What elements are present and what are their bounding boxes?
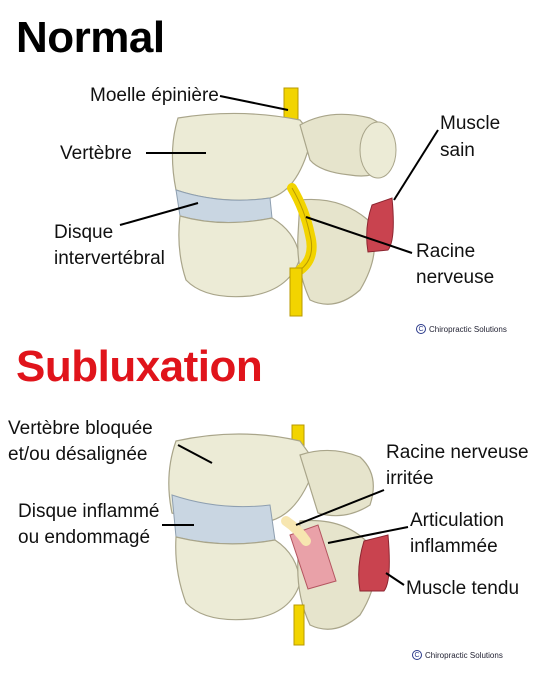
normal-title: Normal <box>16 13 165 62</box>
normal-credit: C Chiropractic Solutions <box>416 324 507 334</box>
normal-muscle <box>366 197 394 253</box>
subluxation-spine-illustration <box>162 424 409 646</box>
subluxation-label-joint-line2: inflammée <box>410 536 498 557</box>
subluxation-label-nerve-root-line2: irritée <box>386 468 434 489</box>
subluxation-panel: Subluxation Vertèbre bloquée et/ou désal… <box>0 345 550 694</box>
subluxation-upper-facet <box>299 449 374 517</box>
subluxation-label-muscle: Muscle tendu <box>406 578 520 599</box>
subluxation-label-nerve-root-line1: Racine nerveuse <box>386 442 529 463</box>
subluxation-credit-text: Chiropractic Solutions <box>425 650 503 660</box>
subluxation-muscle <box>358 534 390 592</box>
subluxation-title: Subluxation <box>16 342 263 391</box>
normal-label-disc-line2: intervertébral <box>54 248 165 269</box>
normal-panel: Normal Moelle épinière Vertèbre Disque i… <box>0 0 550 345</box>
normal-spine-illustration <box>119 87 439 317</box>
normal-upper-vertebra <box>171 112 313 201</box>
subluxation-label-disc-line1: Disque inflammé <box>18 501 160 522</box>
normal-label-muscle-line1: Muscle <box>440 113 501 134</box>
normal-lower-vertebra <box>178 215 301 298</box>
subluxation-nerve-root <box>281 516 311 546</box>
subluxation-label-disc-line2: ou endommagé <box>18 527 151 548</box>
subluxation-label-vertebra-line1: Vertèbre bloquée <box>8 418 153 439</box>
normal-credit-text: Chiropractic Solutions <box>429 324 507 334</box>
normal-label-nerve-root-line2: nerveuse <box>416 267 495 288</box>
normal-label-spinal-cord: Moelle épinière <box>90 85 219 106</box>
normal-label-nerve-root-line1: Racine <box>416 241 476 262</box>
copyright-icon: C <box>412 650 422 660</box>
normal-spinous-process <box>359 121 397 179</box>
subluxation-lower-vertebra <box>175 536 301 621</box>
subluxation-label-vertebra-line2: et/ou désalignée <box>8 444 148 465</box>
subluxation-credit: C Chiropractic Solutions <box>412 650 503 660</box>
normal-label-disc-line1: Disque <box>54 222 114 243</box>
normal-label-muscle-line2: sain <box>440 140 475 161</box>
copyright-icon: C <box>416 324 426 334</box>
subluxation-label-joint-line1: Articulation <box>410 510 504 531</box>
normal-label-vertebra: Vertèbre <box>60 143 132 164</box>
